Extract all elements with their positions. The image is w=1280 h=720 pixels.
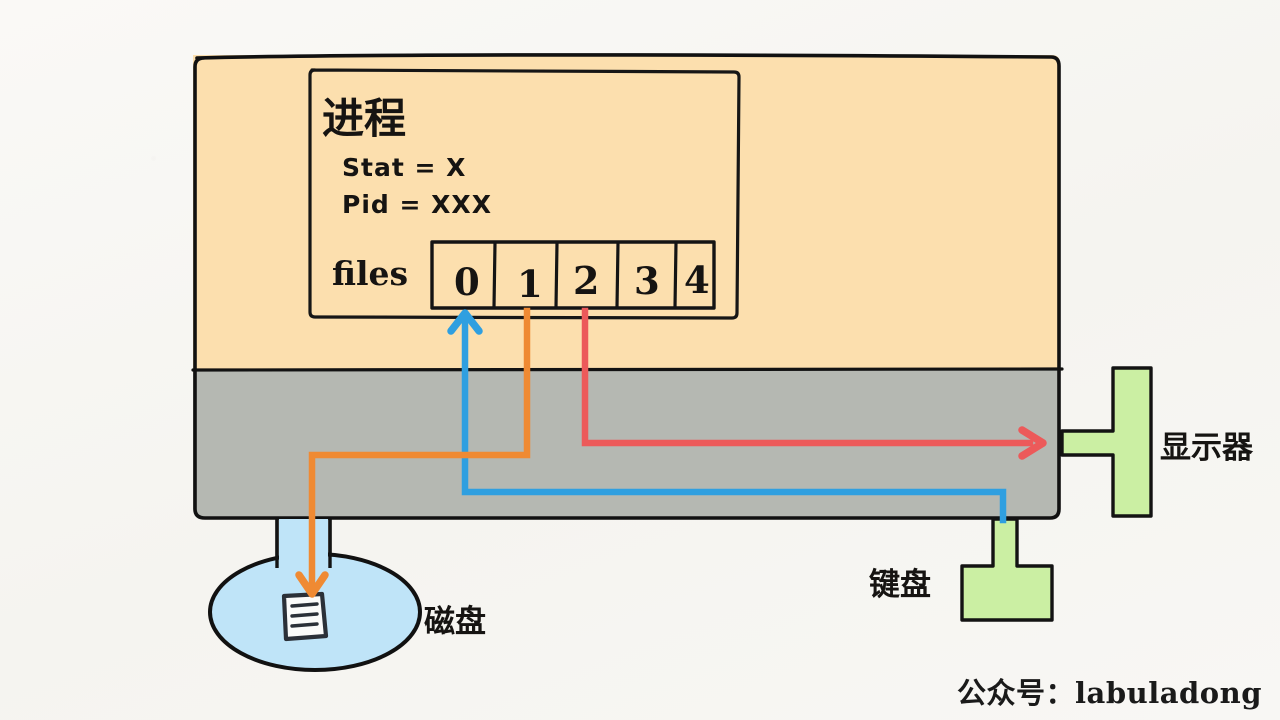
computer-outline — [193, 53, 1061, 520]
fd-table: 0 1 2 3 4 — [430, 240, 716, 310]
computer-divider-line — [191, 367, 1064, 372]
monitor-label: 显示器 — [1160, 430, 1254, 466]
document-icon-line-3 — [290, 622, 319, 628]
monitor-shape — [1060, 366, 1153, 518]
fd-cell-2: 2 — [573, 258, 599, 303]
connection-fd2-arrowhead — [1018, 426, 1047, 460]
process-field-pid: Pid = XXX — [342, 190, 492, 219]
disk-label: 磁盘 — [424, 604, 486, 640]
monitor-device — [1060, 366, 1153, 518]
connection-fd1-path — [308, 307, 531, 590]
connection-fd1-disk — [295, 307, 531, 598]
files-label: files — [332, 254, 408, 293]
connection-fd0-path — [461, 318, 1007, 524]
connection-fd0-arrowhead — [447, 309, 483, 335]
fd-cell-3: 3 — [634, 259, 660, 303]
disk-device — [208, 519, 422, 672]
disk-neck-fill — [279, 519, 328, 566]
connection-fd1-arrowhead — [295, 571, 329, 598]
fd-table-outline — [430, 240, 716, 310]
document-icon-line-1 — [290, 602, 319, 608]
process-field-stat: Stat = X — [342, 153, 466, 182]
fd-cell-4: 4 — [684, 258, 710, 302]
fd-table-divider-2 — [554, 242, 559, 308]
disk-neck-edges — [275, 519, 332, 568]
fd-cell-0: 0 — [454, 260, 480, 304]
keyboard-shape — [960, 517, 1054, 622]
fd-table-divider-1 — [492, 242, 497, 308]
process-title: 进程 — [322, 94, 406, 143]
process-box-outline — [308, 68, 741, 320]
computer-body — [191, 53, 1064, 520]
document-icon — [281, 591, 329, 642]
document-icon-line-2 — [290, 612, 319, 618]
keyboard-device — [960, 517, 1054, 622]
computer-upper-region — [193, 55, 1060, 370]
fd-table-divider-3 — [615, 242, 620, 308]
fd-cell-1: 1 — [517, 262, 543, 306]
connection-fd0-keyboard — [447, 309, 1007, 524]
watermark: 公众号：labuladong — [957, 676, 1262, 710]
connection-fd2-monitor — [581, 307, 1047, 460]
fd-table-divider-4 — [673, 242, 678, 308]
process-box — [308, 68, 741, 320]
connection-fd2-path — [581, 307, 1034, 447]
keyboard-label: 键盘 — [869, 567, 931, 603]
